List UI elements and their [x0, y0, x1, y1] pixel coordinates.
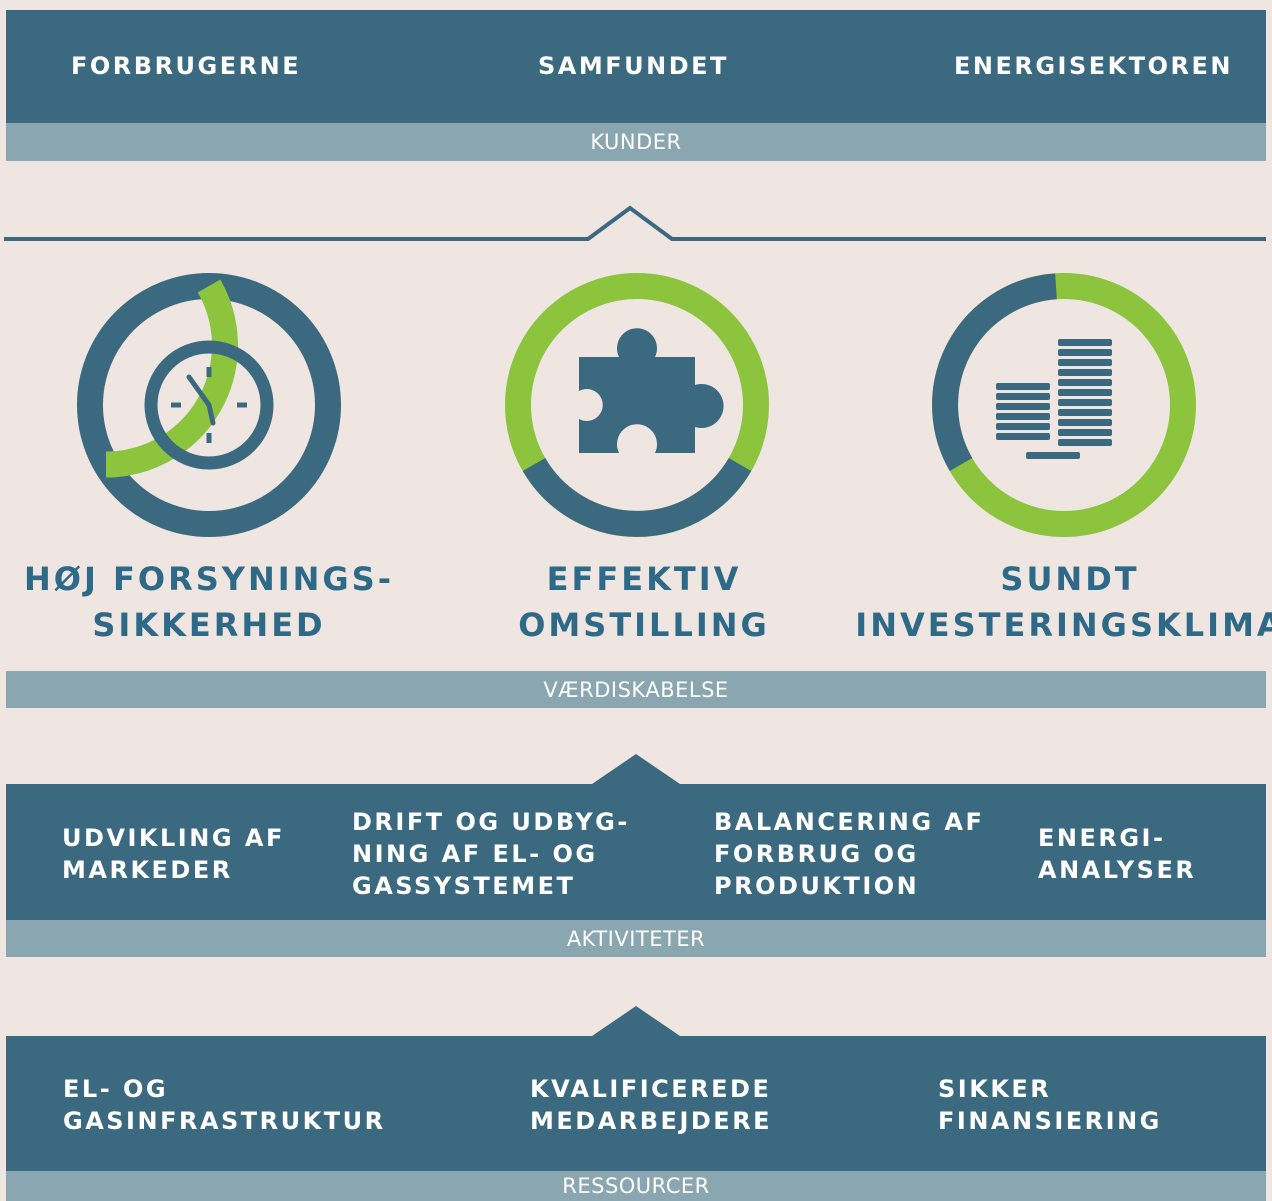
activity-markeder-line1: UDVIKLING AF	[62, 824, 285, 852]
activity-energianalyser: ENERGI- ANALYSER	[1038, 822, 1196, 886]
ring-investeringsklima	[932, 273, 1196, 537]
resource-infrastruktur: EL- OG GASINFRASTRUKTUR	[63, 1073, 386, 1137]
customer-energisektoren: ENERGISEKTOREN	[954, 52, 1233, 80]
activity-balancering: BALANCERING AF FORBRUG OG PRODUKTION	[714, 806, 984, 902]
activities-label: AKTIVITETER	[566, 926, 706, 951]
value-omstilling-line2: OMSTILLING	[518, 606, 770, 644]
resource-finansiering-line2: FINANSIERING	[938, 1107, 1162, 1135]
value-forsyningssikkerhed-line2: SIKKERHED	[92, 606, 326, 644]
customer-samfundet: SAMFUNDET	[538, 52, 729, 80]
customers-strip: KUNDER	[6, 123, 1266, 161]
activity-drift-line1: DRIFT OG UDBYG-	[352, 808, 630, 836]
activity-drift-line3: GASSYSTEMET	[352, 872, 576, 900]
activity-balancering-line3: PRODUKTION	[714, 872, 920, 900]
customers-label: KUNDER	[590, 130, 682, 154]
resource-medarbejdere: KVALIFICEREDE MEDARBEJDERE	[530, 1073, 772, 1137]
resources-label: RESSOURCER	[562, 1174, 710, 1198]
value-forsyningssikkerhed: HØJ FORSYNINGS- SIKKERHED	[24, 556, 394, 648]
value-forsyningssikkerhed-line1: HØJ FORSYNINGS-	[23, 560, 395, 598]
activity-drift-line2: NING AF EL- OG	[352, 840, 598, 868]
value-creation-label: VÆRDISKABELSE	[543, 677, 729, 702]
resource-medarbejdere-line1: KVALIFICEREDE	[530, 1075, 772, 1103]
resource-finansiering: SIKKER FINANSIERING	[938, 1073, 1162, 1137]
value-investeringsklima-line2: INVESTERINGSKLIMA	[855, 606, 1272, 644]
activity-markeder: UDVIKLING AF MARKEDER	[62, 822, 285, 886]
activity-balancering-line2: FORBRUG OG	[714, 840, 919, 868]
resource-infrastruktur-line1: EL- OG	[63, 1075, 169, 1103]
value-investeringsklima: SUNDT INVESTERINGSKLIMA	[855, 556, 1272, 648]
activity-energianalyser-line2: ANALYSER	[1038, 856, 1197, 884]
activities-strip: AKTIVITETER	[6, 920, 1266, 957]
value-connector-line	[4, 205, 1266, 241]
value-creation-strip: VÆRDISKABELSE	[6, 671, 1266, 708]
value-omstilling: EFFEKTIV OMSTILLING	[518, 556, 770, 648]
resource-finansiering-line1: SIKKER	[938, 1075, 1052, 1103]
value-investeringsklima-line1: SUNDT	[1000, 560, 1140, 598]
resources-band: EL- OG GASINFRASTRUKTUR KVALIFICEREDE ME…	[6, 1036, 1266, 1171]
coin-stacks-icon	[996, 339, 1112, 459]
activity-energianalyser-line1: ENERGI-	[1038, 824, 1166, 852]
customers-band: FORBRUGERNE SAMFUNDET ENERGISEKTOREN	[6, 10, 1266, 123]
puzzle-piece-icon	[579, 328, 724, 453]
resource-infrastruktur-line2: GASINFRASTRUKTUR	[63, 1107, 386, 1135]
customer-forbrugerne: FORBRUGERNE	[71, 52, 302, 80]
activity-drift: DRIFT OG UDBYG- NING AF EL- OG GASSYSTEM…	[352, 806, 630, 902]
activities-band: UDVIKLING AF MARKEDER DRIFT OG UDBYG- NI…	[6, 784, 1266, 920]
resources-strip: RESSOURCER	[6, 1171, 1266, 1201]
value-omstilling-line1: EFFEKTIV	[546, 560, 742, 598]
clock-icon	[144, 340, 274, 470]
resource-medarbejdere-line2: MEDARBEJDERE	[530, 1107, 773, 1135]
ring-omstilling	[505, 273, 769, 537]
activity-markeder-line2: MARKEDER	[62, 856, 233, 884]
resources-wedge	[592, 1006, 680, 1036]
value-rings	[77, 273, 1196, 537]
activity-balancering-line1: BALANCERING AF	[714, 808, 985, 836]
activities-wedge	[592, 754, 680, 784]
